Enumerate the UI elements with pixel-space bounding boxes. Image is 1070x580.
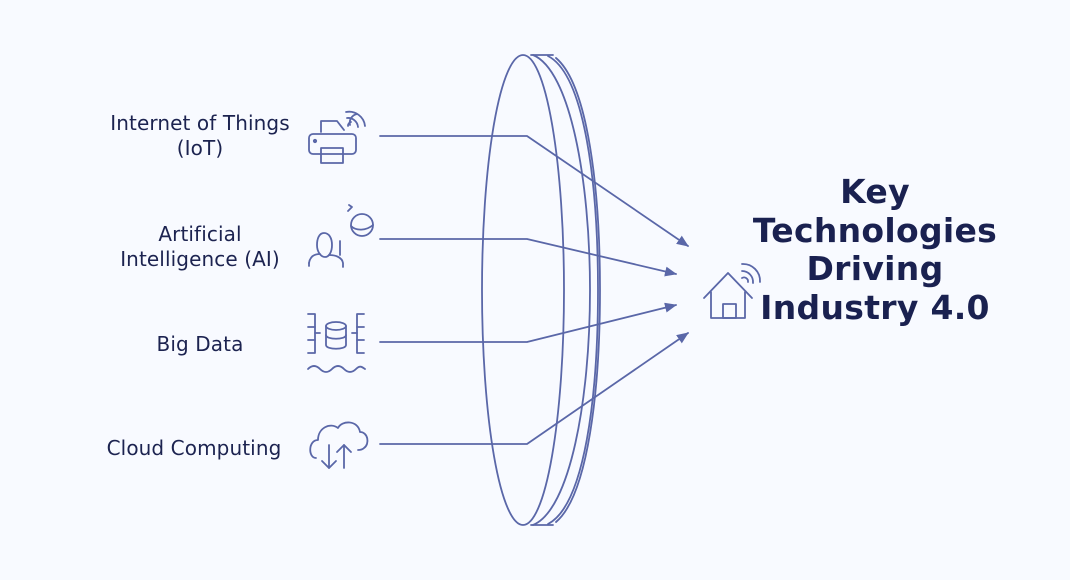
label-ai-line-1: Artificial	[158, 222, 242, 246]
label-cloud-line-1: Cloud Computing	[106, 436, 282, 460]
label-ai-line-2: Intelligence (AI)	[120, 247, 280, 271]
connector-ai	[379, 238, 677, 277]
label-iot-line-1: Internet of Things	[110, 111, 290, 135]
lens-shape	[481, 54, 601, 526]
connector-cloud	[379, 332, 689, 445]
diagram-title: Key Technologies Driving Industry 4.0	[740, 172, 1010, 327]
database-icon	[307, 313, 366, 373]
label-iot: Internet of Things (IoT)	[90, 111, 310, 161]
title-line-4: Industry 4.0	[760, 287, 990, 327]
title-line-3: Driving	[806, 249, 944, 288]
title-line-1: Key	[840, 172, 910, 211]
smart-home-icon	[703, 263, 761, 319]
connector-iot	[379, 135, 689, 247]
label-ai: Artificial Intelligence (AI)	[90, 222, 310, 272]
cloud-transfer-icon	[309, 421, 369, 469]
label-cloud: Cloud Computing	[84, 436, 304, 461]
label-iot-line-2: (IoT)	[176, 136, 224, 160]
label-big-data-line-1: Big Data	[156, 332, 244, 356]
person-globe-icon	[308, 204, 374, 268]
connector-big-data	[379, 302, 677, 343]
connector-lines	[379, 135, 689, 445]
wireless-printer-icon	[308, 110, 366, 164]
title-line-2: Technologies	[752, 210, 998, 250]
label-big-data: Big Data	[90, 332, 310, 357]
